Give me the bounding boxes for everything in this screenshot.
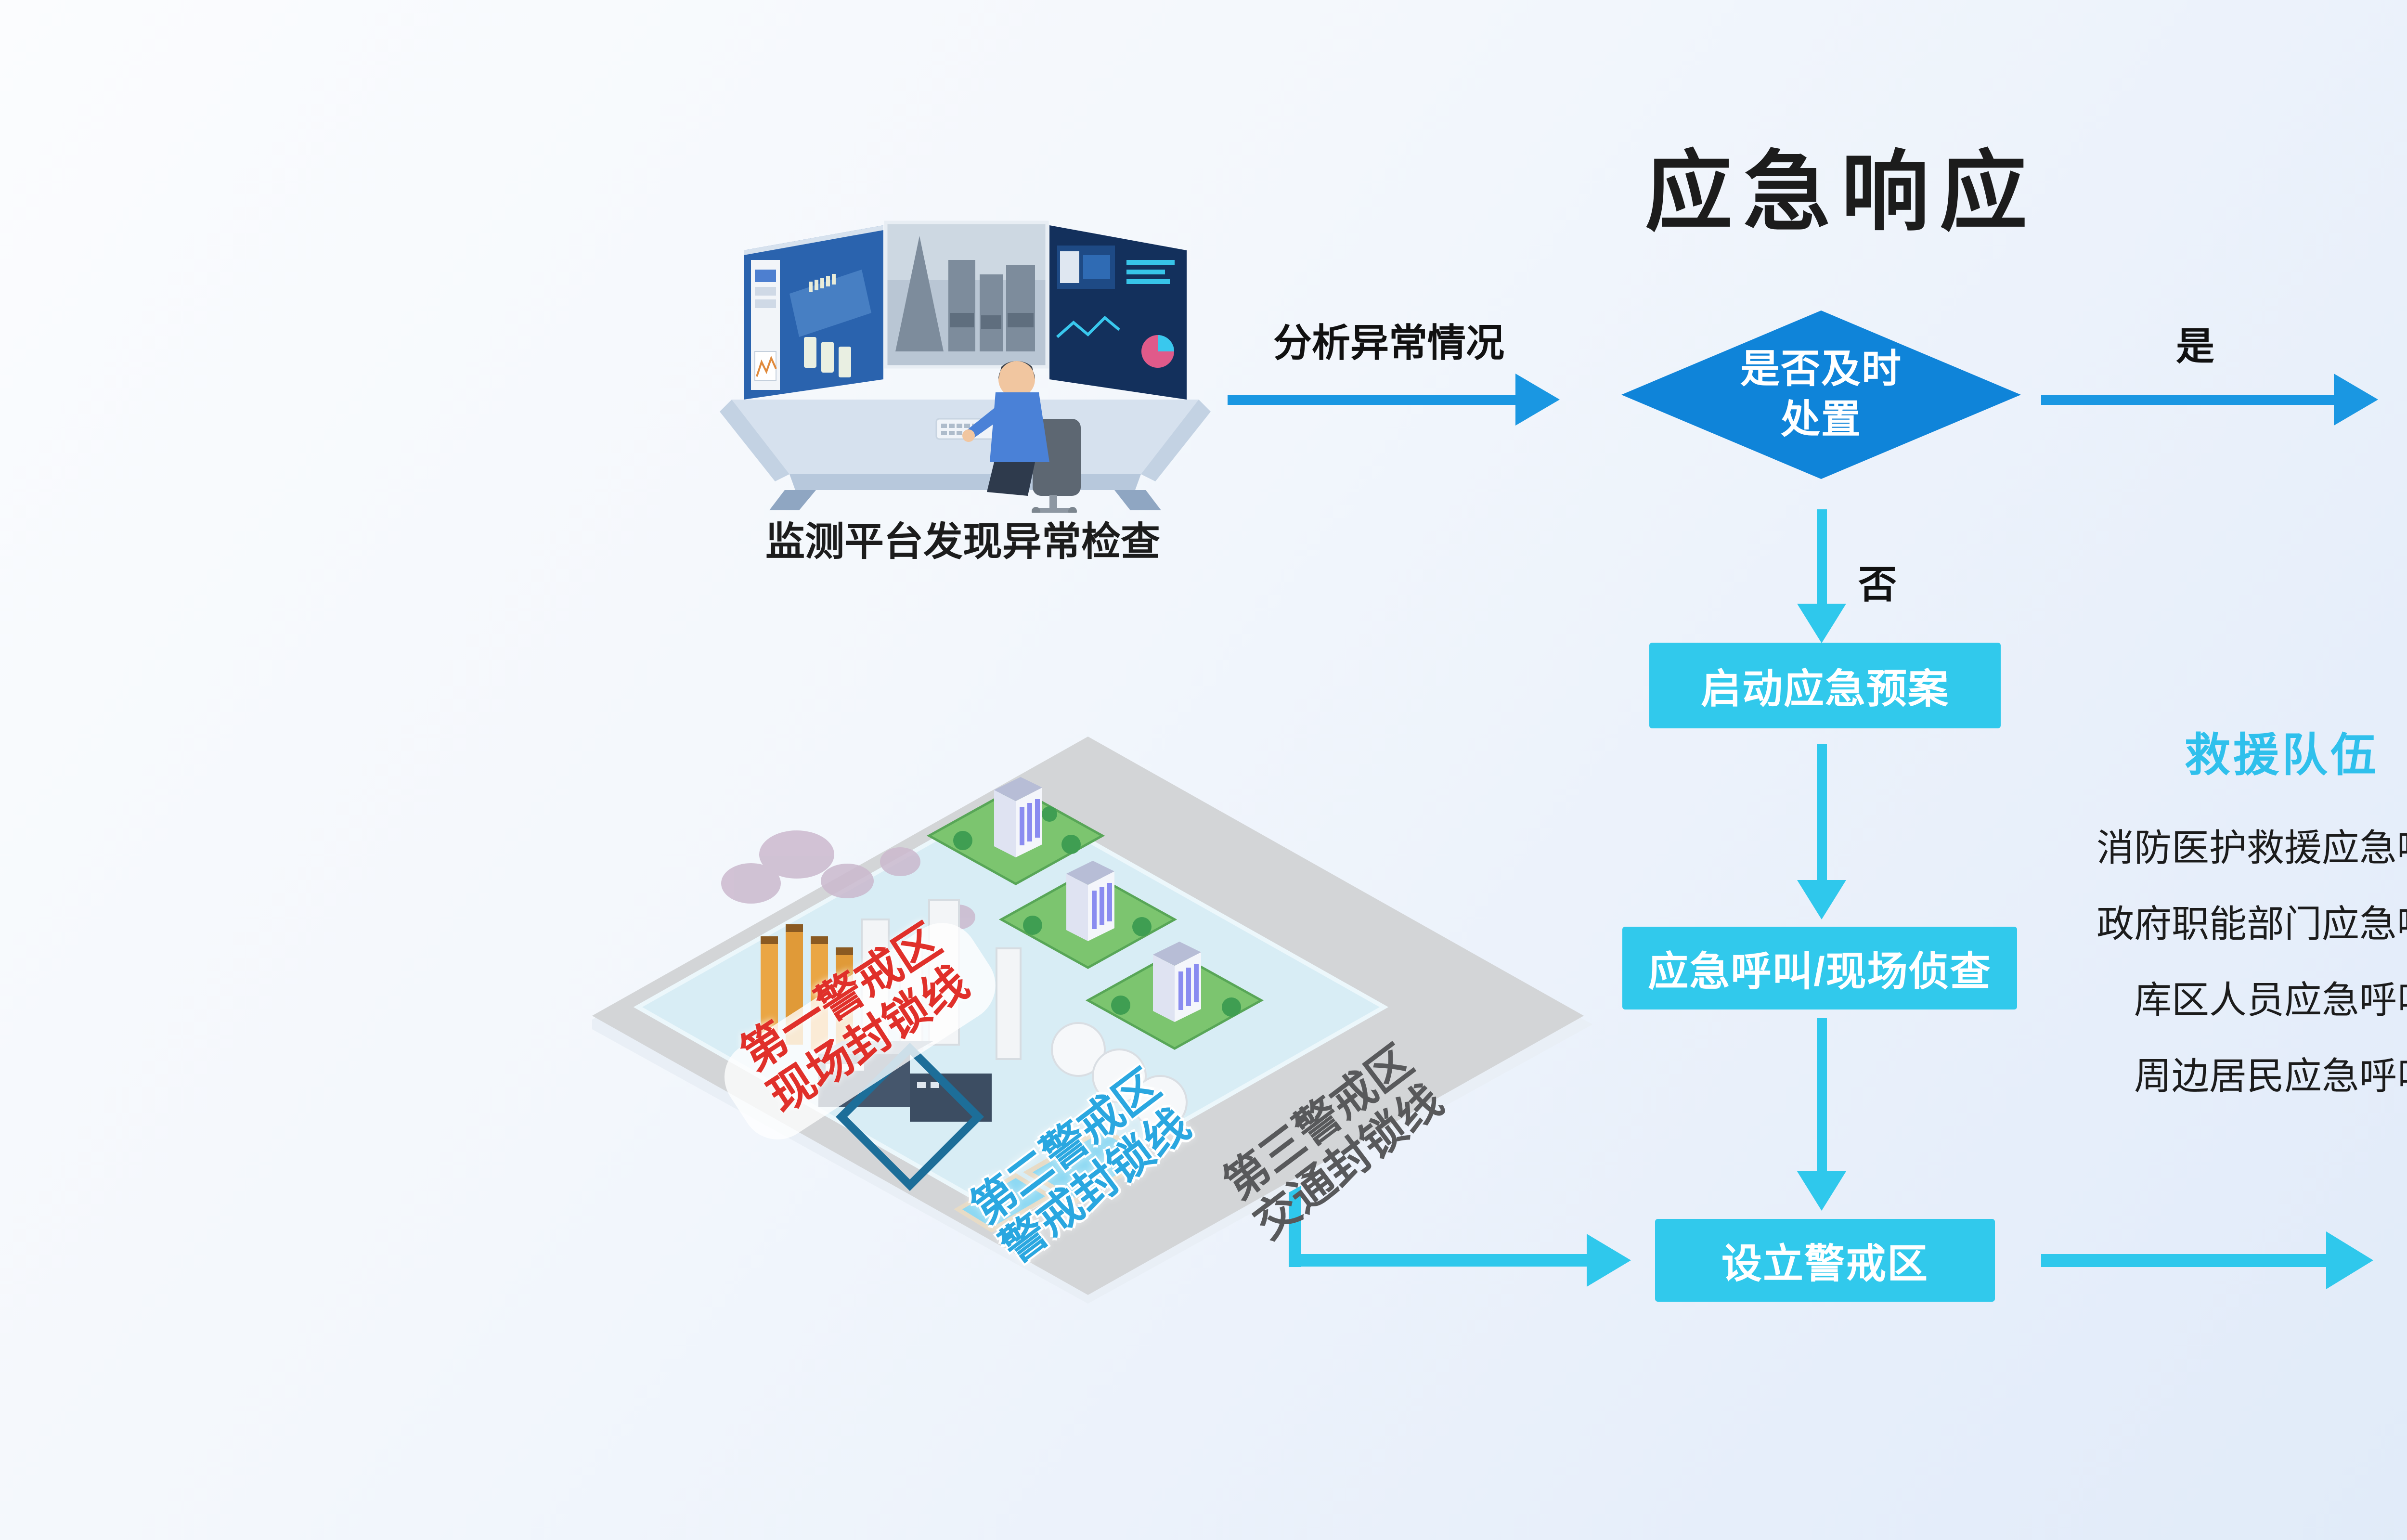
arrow-call-to-cordon [1797, 1018, 1847, 1211]
node-activate-plan: 启动应急预案 [1649, 643, 2001, 728]
no-label: 否 [1858, 563, 1897, 606]
rescue-item-fire-medical: 消防医护救援应急呼叫 [2096, 827, 2407, 869]
rescue-item-residents: 周边居民应急呼叫 [2134, 1055, 2407, 1097]
arrow-decision-to-activate [1797, 509, 1847, 643]
arrow-activate-to-call [1797, 744, 1847, 919]
control-room-image [720, 220, 1211, 513]
arrow-decision-to-done [2041, 373, 2378, 426]
rescue-teams-list: 消防医护救援应急呼叫 政府职能部门应急呼叫 库区人员应急呼叫 周边居民应急呼叫 [2044, 810, 2407, 1114]
elbow-connector-horizontal [1289, 1254, 1590, 1267]
analyze-label: 分析异常情况 [1273, 322, 1504, 364]
rescue-teams-heading: 救援队伍 [2184, 730, 2379, 781]
node-set-cordon: 设立警戒区 [1655, 1219, 1995, 1302]
plant-cordon-map-illustration [592, 717, 1613, 1324]
rescue-item-depot-staff: 库区人员应急呼叫 [2134, 979, 2407, 1021]
decision-text: 是否及时 处置 [1740, 347, 1902, 441]
monitoring-platform-illustration [717, 193, 1213, 513]
arrow-cordon-to-evacuate [2041, 1231, 2373, 1289]
arrow-monitor-to-decision [1228, 373, 1560, 426]
page-title: 应急响应 [1645, 143, 2038, 241]
yes-label: 是 [2176, 325, 2214, 368]
rescue-item-government: 政府职能部门应急呼叫 [2096, 903, 2407, 945]
decision-diamond: 是否及时 处置 [1621, 311, 2021, 479]
plant-map-image [592, 737, 1592, 1304]
monitoring-caption: 监测平台发现异常检查 [765, 520, 1160, 564]
elbow-connector-arrowhead [1587, 1234, 1631, 1287]
node-emergency-call: 应急呼叫/现场侦查 [1622, 927, 2017, 1009]
